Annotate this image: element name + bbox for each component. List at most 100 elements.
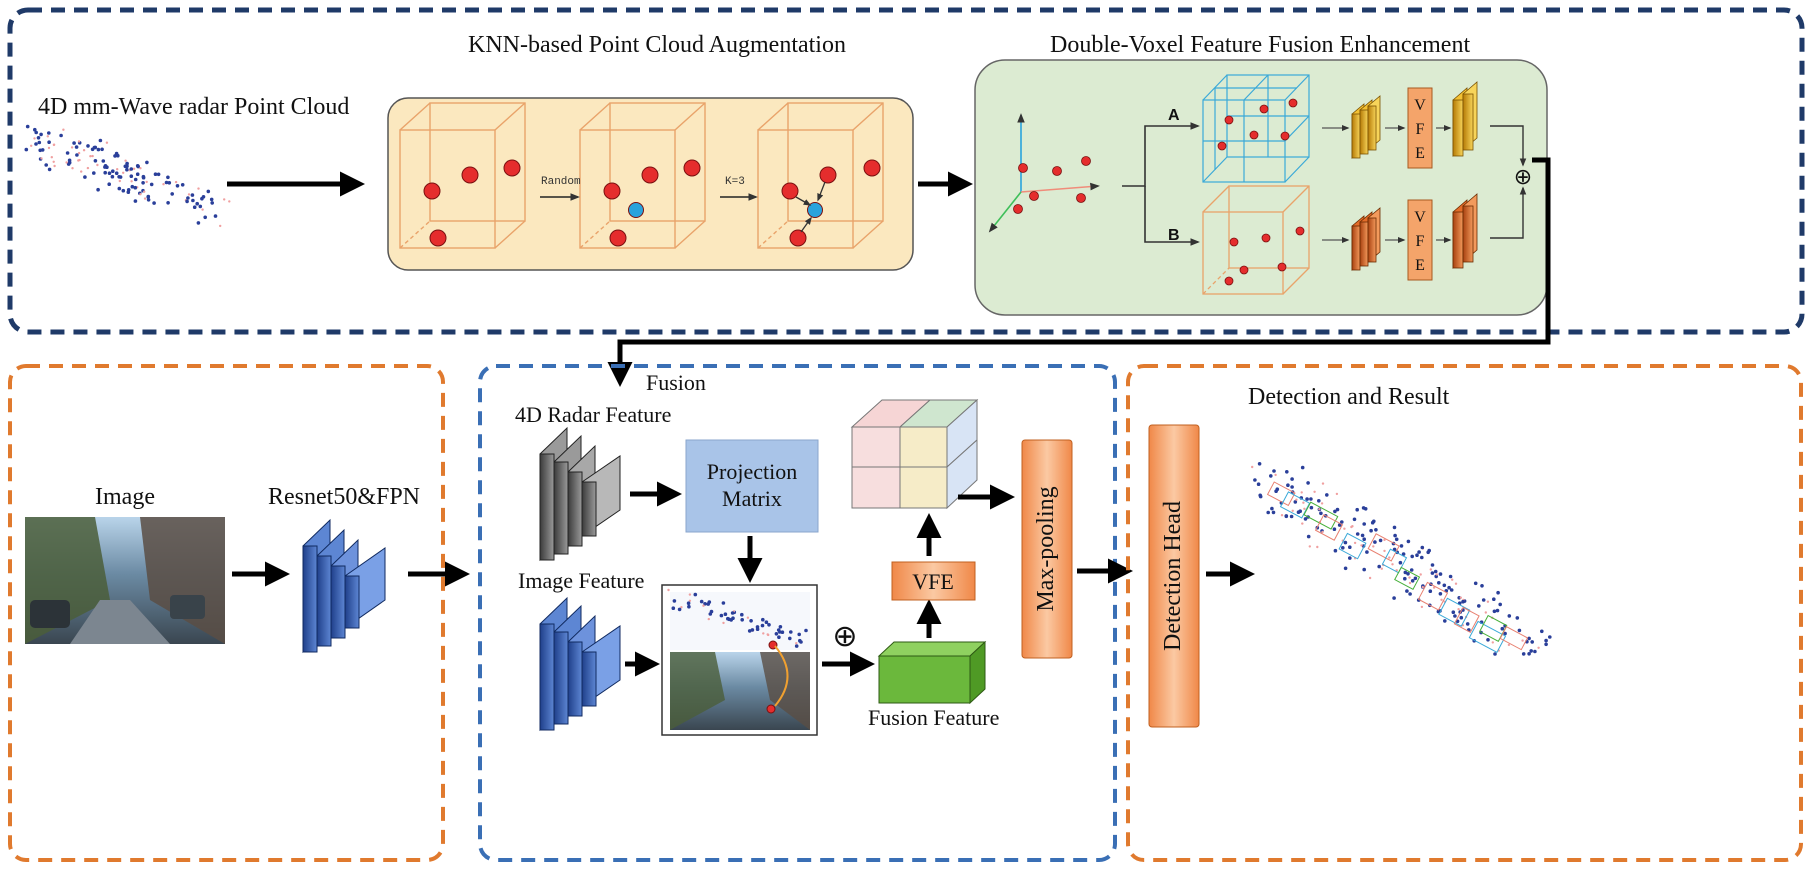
cloud-point bbox=[794, 644, 799, 648]
cloud-point bbox=[1433, 569, 1438, 574]
cloud-point bbox=[667, 588, 670, 592]
cloud-point bbox=[1527, 636, 1531, 641]
cloud-point bbox=[100, 147, 104, 152]
cloud-point bbox=[1413, 576, 1418, 581]
cloud-point bbox=[210, 201, 214, 205]
cloud-point bbox=[761, 617, 765, 622]
cloud-point bbox=[190, 193, 195, 197]
cloud-point bbox=[1380, 567, 1384, 570]
cloud-point bbox=[135, 172, 140, 176]
cloud-point bbox=[1355, 532, 1360, 536]
cloud-point bbox=[686, 601, 691, 605]
knn-title: KNN-based Point Cloud Augmentation bbox=[468, 32, 846, 58]
cloud-point bbox=[1530, 640, 1534, 644]
fusion-section-border bbox=[478, 364, 1117, 862]
cloud-point bbox=[118, 175, 123, 179]
cloud-point bbox=[795, 642, 798, 645]
cloud-point bbox=[1398, 560, 1403, 565]
cloud-point bbox=[767, 623, 771, 627]
cloud-point bbox=[1300, 465, 1305, 470]
cloud-point bbox=[1443, 619, 1447, 623]
sum-symbol-top: ⊕ bbox=[1514, 164, 1532, 189]
cloud-point bbox=[1486, 600, 1490, 603]
cloud-point bbox=[33, 127, 37, 132]
cloud-point bbox=[1284, 514, 1289, 519]
cloud-point bbox=[762, 632, 765, 635]
cloud-point bbox=[40, 148, 45, 152]
cloud-point bbox=[671, 606, 676, 610]
cloud-point bbox=[80, 170, 83, 173]
result-point-cloud bbox=[1251, 462, 1552, 656]
cloud-point bbox=[125, 161, 129, 166]
cloud-point bbox=[1486, 638, 1490, 642]
cloud-point bbox=[1406, 539, 1411, 544]
cloud-point bbox=[114, 171, 119, 175]
cloud-point bbox=[1383, 549, 1386, 553]
detection-box bbox=[1394, 566, 1421, 590]
cloud-point bbox=[124, 159, 127, 162]
cloud-point bbox=[1438, 572, 1443, 576]
cloud-point bbox=[149, 182, 154, 187]
maxpool-box bbox=[1021, 439, 1073, 659]
cloud-point bbox=[1251, 465, 1254, 469]
cloud-point bbox=[804, 628, 808, 633]
cloud-point bbox=[1457, 608, 1460, 611]
voxel-grid-a bbox=[1202, 74, 1310, 183]
cloud-point bbox=[143, 197, 147, 200]
cloud-point bbox=[1373, 540, 1377, 544]
cloud-point bbox=[130, 184, 135, 189]
branch-b-label: B bbox=[1168, 227, 1180, 244]
cloud-point bbox=[117, 186, 122, 191]
cloud-point bbox=[1432, 586, 1436, 589]
cloud-point bbox=[34, 130, 38, 135]
cloud-point bbox=[213, 214, 218, 218]
detection-box bbox=[1381, 548, 1408, 574]
cloud-point bbox=[1309, 497, 1313, 501]
cloud-point bbox=[228, 200, 231, 203]
cloud-point bbox=[1429, 568, 1433, 571]
detection-box bbox=[1314, 514, 1344, 541]
cloud-point bbox=[1289, 514, 1294, 519]
cloud-point bbox=[1403, 570, 1408, 575]
cloud-point bbox=[699, 599, 704, 604]
cloud-point bbox=[797, 632, 801, 637]
cloud-point bbox=[1544, 638, 1548, 643]
detection-section: Detection and Result Detection Head bbox=[1126, 364, 1803, 862]
cloud-point bbox=[1361, 506, 1366, 510]
cloud-point bbox=[1302, 501, 1305, 504]
cloud-point bbox=[740, 612, 744, 617]
cloud-point bbox=[170, 192, 174, 196]
cloud-point bbox=[707, 617, 710, 621]
cloud-point bbox=[1392, 596, 1396, 600]
cloud-point bbox=[1343, 527, 1346, 530]
cloud-point bbox=[1461, 599, 1465, 604]
cloud-point bbox=[788, 636, 792, 641]
cloud-point bbox=[1303, 517, 1308, 521]
cloud-point bbox=[1270, 506, 1274, 511]
cloud-point bbox=[1274, 473, 1277, 477]
cloud-point bbox=[688, 593, 692, 596]
cloud-point bbox=[1493, 652, 1497, 656]
cloud-point bbox=[747, 629, 752, 633]
cloud-point bbox=[1410, 554, 1414, 559]
vfe-a-e: E bbox=[1415, 145, 1425, 162]
cloud-point bbox=[141, 174, 146, 179]
dv-title: Double-Voxel Feature Fusion Enhancement bbox=[1050, 32, 1470, 58]
cloud-point bbox=[1480, 584, 1484, 588]
cloud-point bbox=[1272, 469, 1276, 473]
voxel-a-points bbox=[1217, 98, 1298, 151]
cloud-point bbox=[65, 151, 70, 155]
cloud-point bbox=[1500, 626, 1505, 631]
cloud-point bbox=[141, 181, 145, 185]
knn-cube-3 bbox=[757, 102, 884, 249]
detection-box bbox=[1453, 606, 1480, 633]
cloud-point bbox=[129, 167, 134, 171]
cloud-point bbox=[71, 167, 74, 170]
cloud-point bbox=[116, 168, 119, 171]
cloud-point bbox=[98, 138, 103, 143]
cloud-point bbox=[152, 201, 156, 205]
cloud-point bbox=[1442, 583, 1447, 588]
cloud-point bbox=[719, 613, 724, 618]
cloud-point bbox=[1428, 589, 1433, 593]
cloud-point bbox=[40, 157, 43, 160]
